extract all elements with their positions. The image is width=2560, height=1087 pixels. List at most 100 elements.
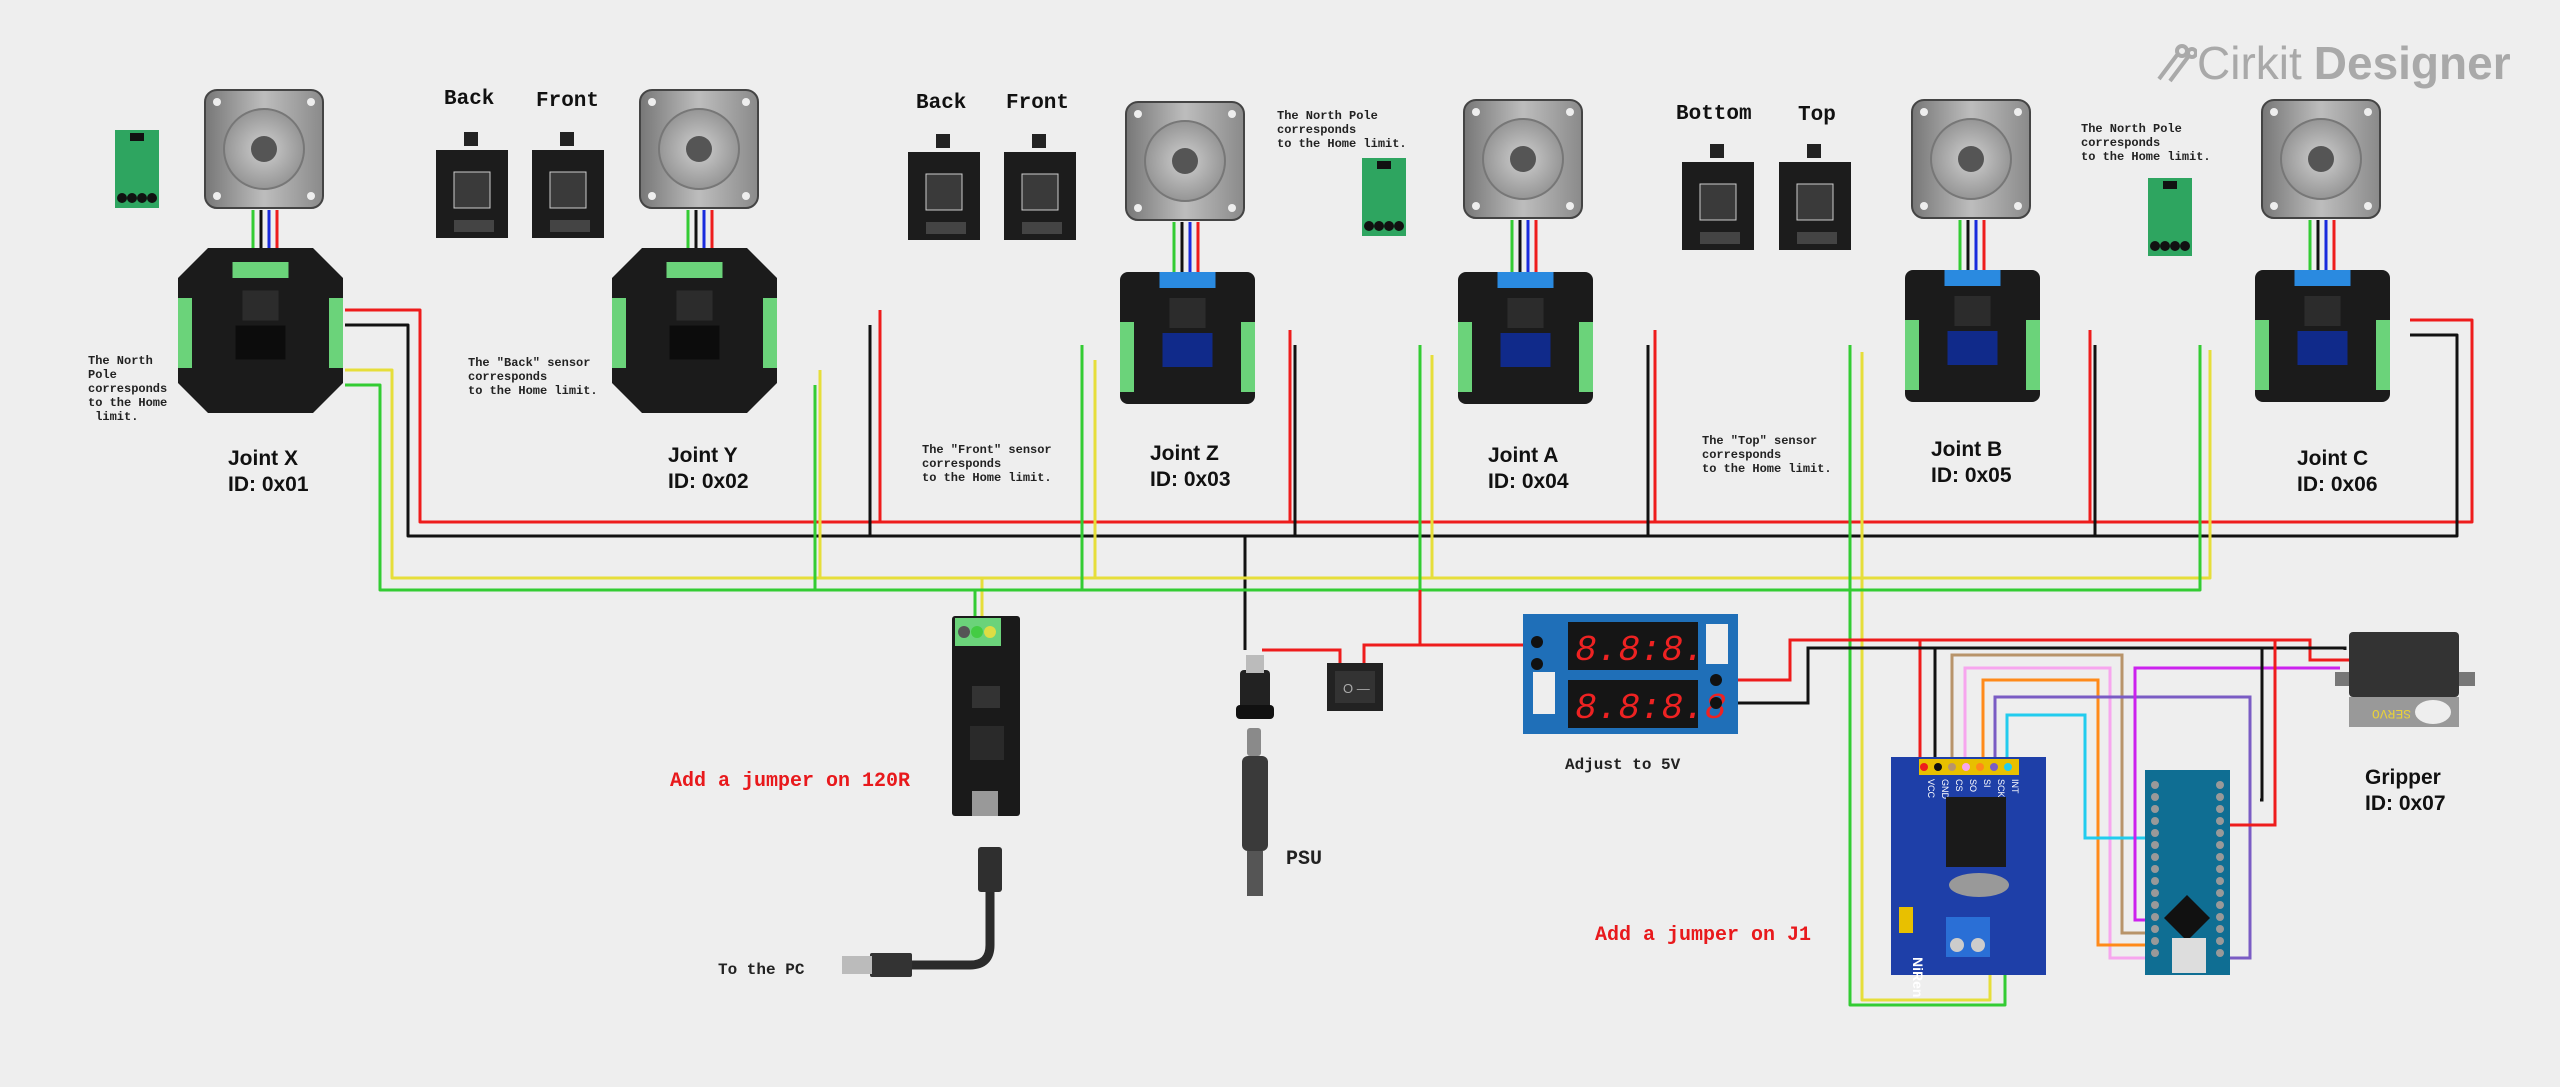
- can-pin-cs[interactable]: [1948, 763, 1956, 771]
- can-module-brand: NiRen: [1910, 957, 1926, 997]
- usb-can-adapter[interactable]: [952, 616, 1020, 816]
- buck-converter[interactable]: 8.8:8.8 8.8:8.8: [1523, 614, 1738, 734]
- can-pin-gnd[interactable]: [1934, 763, 1942, 771]
- nano-pin-right[interactable]: [2216, 901, 2224, 909]
- can-pin-int[interactable]: [2004, 763, 2012, 771]
- nano-pin-right[interactable]: [2216, 853, 2224, 861]
- motor-driver-board[interactable]: [1905, 270, 2040, 402]
- nano-pin-right[interactable]: [2216, 865, 2224, 873]
- usb-cable[interactable]: [842, 847, 1002, 977]
- can-pin-label: SCK: [1996, 779, 2006, 798]
- joint-id: ID: 0x04: [1488, 470, 1569, 493]
- nano-pin-left[interactable]: [2151, 901, 2159, 909]
- nano-pin-left[interactable]: [2151, 865, 2159, 873]
- nano-pin-right[interactable]: [2216, 817, 2224, 825]
- nano-pin-left[interactable]: [2151, 949, 2159, 957]
- arduino-nano[interactable]: [2145, 770, 2230, 975]
- nano-pin-right[interactable]: [2216, 829, 2224, 837]
- hall-switch-sensor[interactable]: [1779, 144, 1851, 250]
- bus-wire-black: [345, 323, 2459, 650]
- right-terminal: [763, 298, 777, 368]
- note-joint-b: The "Top" sensor corresponds to the Home…: [1702, 434, 1832, 476]
- nano-pin-right[interactable]: [2216, 925, 2224, 933]
- hall-switch-sensor[interactable]: [1004, 134, 1076, 240]
- hall-switch-sensor[interactable]: [532, 132, 604, 238]
- can-pin-si[interactable]: [1976, 763, 1984, 771]
- nano-pin-right[interactable]: [2216, 949, 2224, 957]
- spi-wire-int: [2005, 713, 2150, 840]
- can-pin-vcc[interactable]: [1920, 763, 1928, 771]
- oled-display: [1500, 333, 1551, 367]
- nano-pin-left[interactable]: [2151, 817, 2159, 825]
- nano-pin-right[interactable]: [2216, 781, 2224, 789]
- stepper-motor[interactable]: [2261, 99, 2381, 219]
- stepper-motor[interactable]: [204, 89, 324, 209]
- dc-barrel-jack[interactable]: [1236, 655, 1274, 719]
- nano-pin-left[interactable]: [2151, 925, 2159, 933]
- sensor-title-z-front: Front: [1006, 92, 1070, 115]
- motor-driver-board[interactable]: [612, 248, 777, 413]
- nano-pin-left[interactable]: [2151, 793, 2159, 801]
- motor-driver-board[interactable]: [1120, 272, 1255, 404]
- hall-switch-sensor[interactable]: [908, 134, 980, 240]
- joint-name: Joint Z: [1150, 442, 1219, 465]
- nano-pin-left[interactable]: [2151, 877, 2159, 885]
- nano-pin-left[interactable]: [2151, 829, 2159, 837]
- joint-module-6[interactable]: [2148, 99, 2390, 402]
- hall-magnetic-sensor[interactable]: [2148, 178, 2192, 256]
- nano-pin-right[interactable]: [2216, 889, 2224, 897]
- nano-pin-left[interactable]: [2151, 805, 2159, 813]
- joint-module-5[interactable]: [1682, 99, 2040, 402]
- joint-id: ID: 0x02: [668, 470, 749, 493]
- rocker-switch[interactable]: O —: [1327, 663, 1383, 711]
- nano-pin-right[interactable]: [2216, 805, 2224, 813]
- joint-module-4[interactable]: [1362, 99, 1593, 404]
- hall-magnetic-sensor[interactable]: [115, 130, 159, 208]
- nano-pin-right[interactable]: [2216, 937, 2224, 945]
- hall-switch-sensor[interactable]: [1682, 144, 1754, 250]
- nano-pin-left[interactable]: [2151, 781, 2159, 789]
- nano-pin-left[interactable]: [2151, 841, 2159, 849]
- nano-pin-right[interactable]: [2216, 913, 2224, 921]
- can-pin-so[interactable]: [1962, 763, 1970, 771]
- buck-display-bottom: 8.8:8.8: [1575, 688, 1726, 729]
- nano-pin-left[interactable]: [2151, 937, 2159, 945]
- note-joint-y: The "Back" sensor corresponds to the Hom…: [468, 356, 598, 398]
- can-pin-label: SO: [1968, 779, 1978, 792]
- sensor-title-b-top: Top: [1798, 104, 1836, 127]
- usb-c-plug: [978, 847, 1002, 892]
- motor-driver-board[interactable]: [178, 248, 343, 413]
- servo-gripper[interactable]: SERVO: [2335, 632, 2475, 727]
- can-pin-sck[interactable]: [1990, 763, 1998, 771]
- motor-driver-board[interactable]: [1458, 272, 1593, 404]
- joint-module-1[interactable]: [115, 89, 343, 413]
- nano-pin-right[interactable]: [2216, 793, 2224, 801]
- hall-magnetic-sensor[interactable]: [1362, 158, 1406, 236]
- oled-display: [235, 325, 286, 360]
- left-terminal: [178, 298, 192, 368]
- can-pin-label: INT: [2010, 779, 2020, 794]
- can-pin-label: CS: [1954, 779, 1964, 792]
- joint-module-2[interactable]: [436, 89, 777, 413]
- stepper-motor[interactable]: [1125, 101, 1245, 221]
- nano-pin-left[interactable]: [2151, 853, 2159, 861]
- right-terminal: [1241, 322, 1255, 392]
- hall-switch-sensor[interactable]: [436, 132, 508, 238]
- left-terminal: [1120, 322, 1134, 392]
- joint-module-3[interactable]: [908, 101, 1255, 404]
- nano-pin-right[interactable]: [2216, 877, 2224, 885]
- stepper-motor[interactable]: [639, 89, 759, 209]
- motor-driver-board[interactable]: [2255, 270, 2390, 402]
- buck-out-black: [1730, 646, 2347, 770]
- stepper-motor[interactable]: [1911, 99, 2031, 219]
- servo-signal-wire: [2133, 666, 2340, 922]
- nano-pin-left[interactable]: [2151, 913, 2159, 921]
- circuit-traces-icon: [2157, 44, 2197, 83]
- stepper-motor[interactable]: [1463, 99, 1583, 219]
- left-terminal: [612, 298, 626, 368]
- usb-cable-label: To the PC: [718, 961, 805, 979]
- left-terminal: [1905, 320, 1919, 390]
- nano-pin-right[interactable]: [2216, 841, 2224, 849]
- nano-pin-left[interactable]: [2151, 889, 2159, 897]
